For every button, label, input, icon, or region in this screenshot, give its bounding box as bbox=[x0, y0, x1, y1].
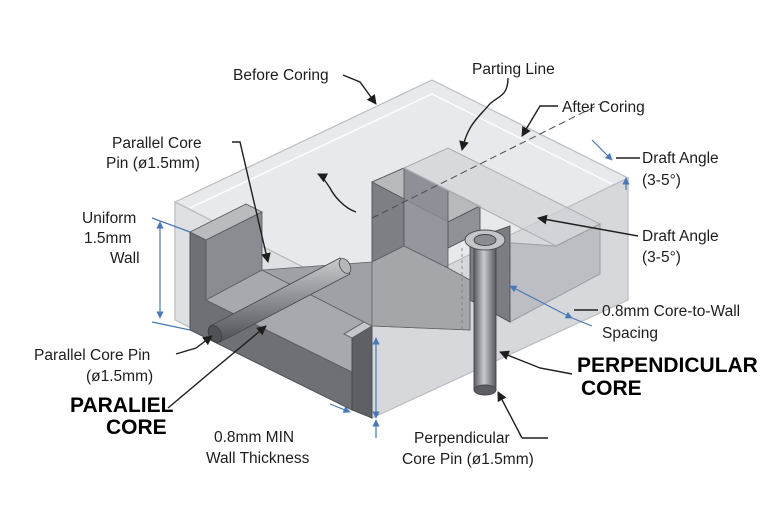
label-parallel-core-2: CORE bbox=[106, 416, 167, 439]
leader-perpendicular-core bbox=[499, 350, 573, 375]
label-perp-pin-2: Core Pin (ø1.5mm) bbox=[402, 451, 534, 468]
label-parallel-pin-top-2: Pin (ø1.5mm) bbox=[106, 155, 200, 172]
part-center-pocket-floor-2 bbox=[371, 245, 471, 331]
leader-after-coring bbox=[521, 105, 558, 137]
draft-top-dim-1 bbox=[591, 139, 613, 161]
label-min-wall-2: Wall Thickness bbox=[206, 450, 310, 467]
perpendicular-core-pin bbox=[461, 229, 507, 396]
part-front-lip bbox=[351, 325, 373, 419]
parting-line bbox=[371, 103, 601, 219]
label-spacing-1: 0.8mm Core-to-Wall bbox=[602, 303, 740, 320]
spacing-dim-ext bbox=[571, 317, 593, 327]
leader-draft-mid bbox=[537, 214, 639, 237]
label-parallel-pin-top-1: Parallel Core bbox=[112, 135, 202, 152]
perp-pin-bottom-cap bbox=[473, 384, 497, 396]
label-parting-line: Parting Line bbox=[472, 61, 555, 78]
leader-parallel-pin-top bbox=[232, 141, 271, 263]
label-draft-top-2: (3-5°) bbox=[642, 172, 681, 189]
leader-parallel-pin-left bbox=[175, 335, 213, 355]
parallel-pin-far-cap bbox=[338, 258, 352, 274]
label-min-wall-1: 0.8mm MIN bbox=[214, 429, 294, 446]
spacing-dim-line bbox=[509, 285, 573, 319]
label-perp-pin-1: Perpendicular bbox=[414, 430, 510, 447]
leader-lines bbox=[167, 74, 640, 439]
leader-parting-line bbox=[459, 77, 509, 151]
label-perpendicular-core-1: PERPENDICULAR bbox=[577, 354, 758, 377]
perp-pin-body bbox=[473, 239, 497, 391]
uniform-wall-ext-top bbox=[151, 217, 191, 233]
ghost-block-inner-rim bbox=[189, 93, 613, 209]
min-wall-left-arrow bbox=[329, 403, 351, 413]
label-draft-top-1: Draft Angle bbox=[642, 150, 719, 167]
label-uniform-wall-1: Uniform bbox=[82, 210, 136, 227]
label-uniform-wall-3: Wall bbox=[110, 250, 140, 267]
label-before-coring: Before Coring bbox=[233, 67, 329, 84]
leader-parting-curve bbox=[317, 173, 357, 213]
label-draft-mid-1: Draft Angle bbox=[642, 228, 719, 245]
label-perpendicular-core-2: CORE bbox=[581, 377, 642, 400]
label-parallel-pin-left-2: (ø1.5mm) bbox=[86, 368, 153, 385]
label-draft-mid-2: (3-5°) bbox=[642, 249, 681, 266]
dimension-marks bbox=[151, 139, 630, 438]
parallel-core-pin bbox=[207, 257, 352, 343]
label-spacing-2: Spacing bbox=[602, 325, 658, 342]
uniform-wall-ext-bottom bbox=[151, 321, 191, 331]
label-parallel-pin-left-1: Parallel Core Pin bbox=[34, 347, 150, 364]
cored-part bbox=[189, 147, 602, 419]
leader-perp-pin-bottom bbox=[498, 392, 548, 439]
label-uniform-wall-2: 1.5mm bbox=[84, 230, 131, 247]
leader-before-coring bbox=[342, 74, 377, 105]
perp-pin-top-cap bbox=[473, 234, 497, 246]
label-after-coring: After Coring bbox=[562, 99, 645, 116]
label-parallel-core-1: PARALIEL bbox=[70, 394, 174, 417]
leader-parallel-core bbox=[167, 325, 267, 409]
